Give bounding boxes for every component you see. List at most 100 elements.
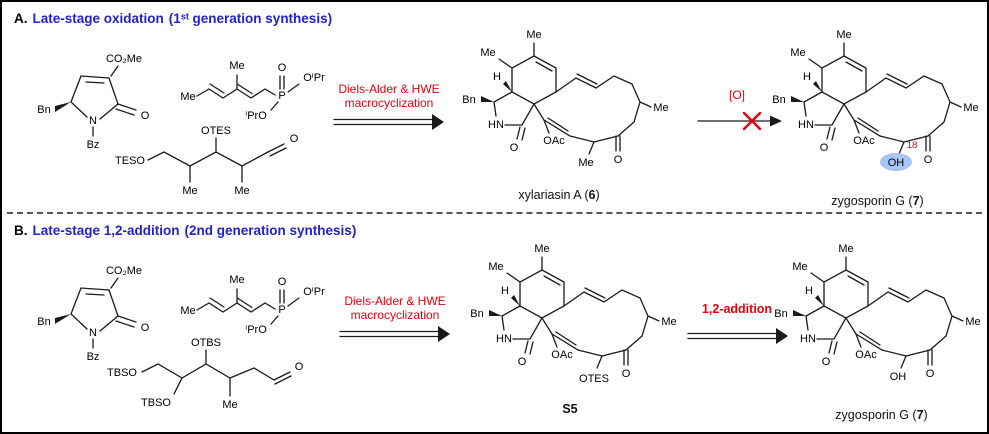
reaction-conditions-b2: 1,2-addition (678, 302, 796, 317)
caption-text-end: ) (919, 194, 924, 208)
structure-diene-phosphonate-b: Me Me P O OⁱPr ⁱPrO (180, 274, 325, 336)
label-otbs: OTBS (191, 337, 221, 349)
label-me-left: Me (180, 305, 195, 317)
label-me-left: Me (480, 47, 495, 59)
label-me-top: Me (229, 274, 244, 286)
conditions-line2: macrocyclization (350, 308, 440, 323)
structure-aldehyde-tes: TESO OTES Me Me O (115, 125, 299, 197)
label-o: O (295, 361, 304, 373)
label-hn: HN (798, 119, 814, 131)
bonds (489, 256, 660, 369)
structure-pyrrolinone-b: CO₂Me Bn N Bz O (37, 265, 150, 363)
cross-out-icon (742, 111, 762, 131)
caption-text: zygosporin G ( (831, 194, 913, 208)
label-o: O (278, 276, 287, 288)
bonds (55, 277, 137, 349)
c18-oh-highlight (880, 153, 912, 171)
bonds (793, 256, 964, 369)
label-me2: Me (234, 185, 249, 197)
label-oipr-right: OⁱPr (303, 286, 325, 298)
structure-xylariasin-a: Me Me H Bn HN O OAc Me O Me (462, 29, 668, 169)
label-oipr-right: OⁱPr (303, 72, 325, 84)
structure-aldehyde-tbs: TBSO OTBS TBSO Me O (107, 337, 304, 411)
label-o: O (278, 62, 287, 74)
label-hn: HN (800, 333, 816, 345)
label-lactam-o: O (518, 356, 527, 368)
label-me-left: Me (790, 47, 805, 59)
label-me-top: Me (526, 29, 541, 41)
panel-a-subtitle: (1ˢᵗ generation synthesis) (168, 11, 333, 26)
label-o: O (290, 133, 299, 145)
label-ketone-o: O (614, 154, 623, 166)
label-lactam-o: O (822, 356, 831, 368)
label-otes: OTES (201, 125, 231, 137)
label-me-left: Me (180, 91, 195, 103)
label-n: N (89, 115, 97, 127)
label-h: H (501, 285, 509, 297)
label-bn: Bn (37, 104, 50, 116)
caption-zygosporin-g-a: zygosporin G (7) (790, 194, 965, 208)
bonds (196, 74, 300, 111)
label-me-right: Me (653, 102, 668, 114)
label-h: H (805, 285, 813, 297)
label-oipr-left: ⁱPrO (245, 324, 267, 336)
label-oac: OAc (551, 349, 573, 361)
reaction-arrow-a2-failed (697, 111, 782, 131)
label-oac: OAc (855, 349, 877, 361)
label-oipr-left: ⁱPrO (245, 110, 267, 122)
label-me1: Me (182, 185, 197, 197)
reaction-arrow-a1 (333, 114, 444, 130)
label-me-right: Me (661, 316, 676, 328)
structure-diene-phosphonate: Me Me P O OⁱPr ⁱPrO (180, 60, 325, 122)
label-me-top: Me (838, 243, 853, 255)
caption-text-end: ) (923, 408, 928, 422)
panel-a-title: A. Late-stage oxidation (1ˢᵗ generation sy… (14, 11, 332, 26)
reaction-conditions-a1: Diels-Alder & HWE macrocyclization (327, 82, 451, 111)
caption-number: 6 (588, 188, 596, 202)
label-bn: Bn (37, 316, 50, 328)
label-me-top: Me (836, 29, 851, 41)
bonds (141, 349, 292, 397)
label-oac: OAc (853, 135, 875, 147)
label-c18-number: 18 (907, 140, 918, 151)
caption-text: zygosporin G ( (835, 408, 917, 422)
label-teso: TESO (115, 155, 145, 167)
reaction-conditions-b1: Diels-Alder & HWE macrocyclization (332, 294, 458, 323)
panel-a-title-text: Late-stage oxidation (32, 11, 164, 26)
panel-b-title: B.Late-stage 1,2-addition(2nd generation… (14, 223, 356, 238)
conditions-line1: Diels-Alder & HWE (338, 82, 440, 96)
label-ketone-o: O (926, 368, 935, 380)
caption-text-end: ) (595, 188, 600, 202)
label-p: P (278, 90, 285, 102)
caption-number: 7 (912, 194, 920, 208)
label-bz: Bz (87, 351, 100, 363)
label-h: H (493, 71, 501, 83)
caption-xylariasin-a: xylariasin A (6) (474, 188, 644, 202)
label-ketone-o: O (924, 154, 933, 166)
label-c18-oh: OH (890, 371, 907, 383)
panel-separator (7, 212, 982, 214)
label-me-right: Me (963, 102, 978, 114)
panel-a-label: A. (14, 11, 28, 26)
structure-zygosporin-g-b: Me Me H Bn HN O OAc Me O OH (774, 243, 980, 383)
reaction-arrow-b2 (687, 328, 788, 344)
label-o: O (141, 322, 150, 334)
caption-zygosporin-g-b: zygosporin G (7) (794, 408, 969, 422)
reaction-conditions-a2: [O] (692, 88, 782, 102)
label-c18-otes: OTES (579, 373, 609, 385)
panel-b-title-text: Late-stage 1,2-addition (32, 223, 180, 238)
caption-number: S5 (562, 402, 578, 416)
structure-s5: Me Me H Bn HN O OAc Me O OTES (470, 243, 676, 385)
bonds (481, 42, 652, 155)
label-p: P (278, 304, 285, 316)
label-c18: Me (578, 157, 593, 169)
label-me-left: Me (792, 261, 807, 273)
bonds (147, 137, 287, 183)
label-ester: CO₂Me (106, 53, 142, 65)
label-hn: HN (488, 119, 504, 131)
panel-b-label: B. (14, 223, 28, 238)
structure-zygosporin-g-a: Me Me H Bn HN O OAc Me O 18 OH (772, 29, 979, 171)
label-c18-oh: OH (888, 157, 905, 169)
structure-pyrrolinone: CO₂Me Bn N Bz O (37, 53, 149, 151)
